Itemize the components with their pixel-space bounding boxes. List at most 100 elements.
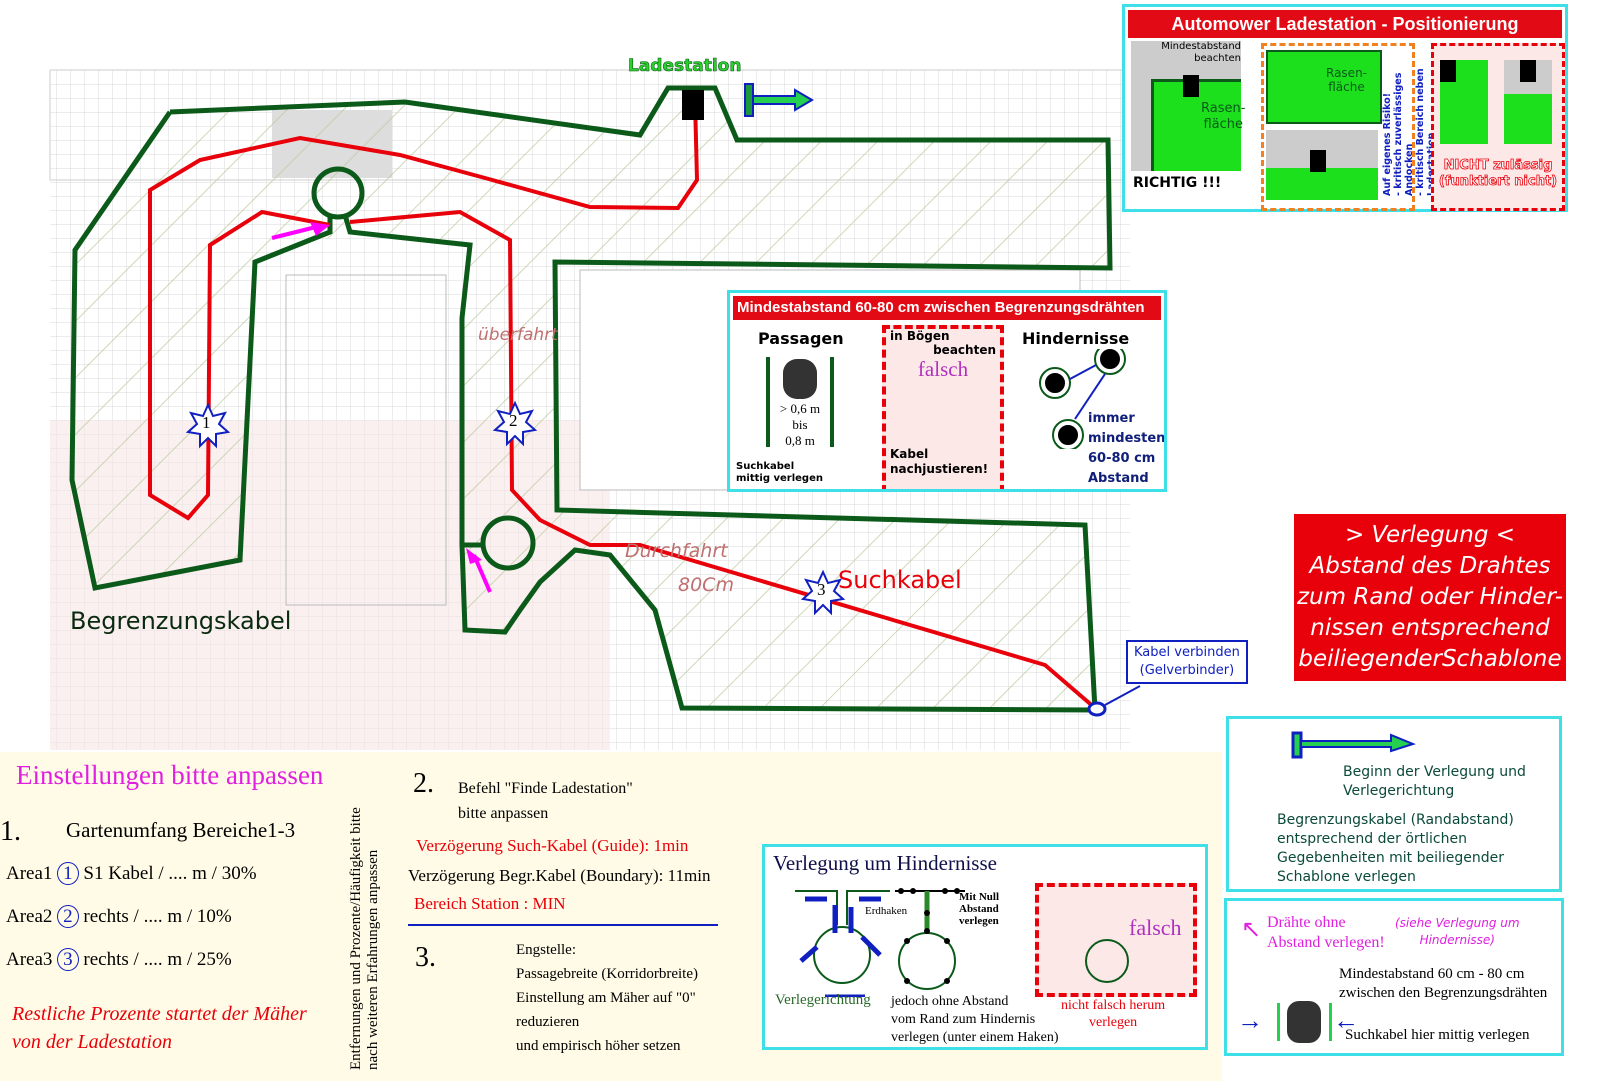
positioning-panel: Automower Ladestation - Positionierung M… <box>1122 4 1568 212</box>
guide-delay: Verzögerung Such-Kabel (Guide): 1min <box>416 836 689 855</box>
passage-label: Durchfahrt <box>625 540 728 562</box>
charging-station-icon <box>682 90 704 120</box>
not-allowed-1: NICHT zulässig <box>1443 158 1553 174</box>
wrong-example: falsch <box>1035 883 1197 997</box>
laying-note: > Verlegung < Abstand des Drahtes zum Ra… <box>1294 514 1566 681</box>
area-1-marker: 1 <box>202 413 211 432</box>
area-2-marker: 2 <box>509 411 518 430</box>
lawn-label: fläche <box>1203 117 1243 132</box>
min-2: zwischen den Begrenzungsdrähten <box>1339 985 1548 1001</box>
wrong-label: falsch <box>1129 915 1182 940</box>
direction-label: Verlegerichtung <box>775 992 871 1008</box>
start-direction-arrow-icon <box>1291 731 1416 759</box>
zero-2: Abstand <box>959 903 999 915</box>
min-distance-2: beachten <box>1194 53 1241 64</box>
boundary-3: Gegebenheiten mit beiliegender <box>1277 850 1505 866</box>
readjust-1: Kabel <box>890 447 929 461</box>
divider <box>408 924 718 926</box>
note-line: beiliegenderSchablone <box>1298 646 1562 672</box>
start-2: Verlegerichtung <box>1343 783 1455 799</box>
station-label: Ladestation <box>628 56 742 77</box>
s3-line: und empirisch höher setzen <box>516 1038 681 1054</box>
s3-line: reduzieren <box>516 1014 580 1030</box>
hooks-label: Erdhaken <box>865 905 908 917</box>
lawn-label: Rasen- <box>1326 66 1367 80</box>
correct-label: RICHTIG !!! <box>1133 175 1222 191</box>
risk-2: - kritisch zuverlässiges Andocken <box>1393 72 1415 196</box>
overpass-label: überfahrt <box>478 325 558 345</box>
range-2: bis <box>792 417 808 432</box>
always-1: immer <box>1088 411 1135 426</box>
guide-2: mittig verlegen <box>736 473 823 484</box>
wrong-label: falsch <box>917 357 969 381</box>
s2-line1: Befehl "Finde Ladestation" <box>458 780 633 797</box>
boundary-4: Schablone verlegen <box>1277 869 1416 885</box>
note-line: nissen entsprechend <box>1310 615 1550 641</box>
area-3-marker: 3 <box>817 580 826 599</box>
s3-line: Passagebreite (Korridorbreite) <box>516 966 699 982</box>
mower-passage-icon: → ← <box>1237 997 1397 1047</box>
note-line: > Verlegung < <box>1344 522 1516 548</box>
area-star-icon: 1 <box>57 862 79 885</box>
mower-icon <box>783 359 817 399</box>
zero-3: verlegen <box>959 915 999 927</box>
min-distance-title: Mindestabstand 60-80 cm zwischen Begrenz… <box>733 296 1161 320</box>
boundary-1: Begrenzungskabel (Randabstand) <box>1277 812 1514 828</box>
boundary-delay: Verzögerung Begr.Kabel (Boundary): 11min <box>408 866 711 885</box>
risk-example: Rasen-fläche Auf eigenes Risiko! - kriti… <box>1261 43 1437 211</box>
obstacles-heading: Hindernisse <box>1022 329 1130 348</box>
wires-2: Abstand verlegen! <box>1267 934 1385 951</box>
connector-label-1: Kabel verbinden <box>1134 645 1240 660</box>
range-3: 0,8 m <box>785 433 815 448</box>
guide-cable <box>148 99 1097 710</box>
area-star-icon: 3 <box>57 948 79 971</box>
start-direction-arrow-icon <box>744 83 814 117</box>
desc-1: jedoch ohne Abstand <box>891 994 1009 1009</box>
guide-1: Suchkabel <box>736 461 795 472</box>
curves-1: in Bögen <box>890 329 950 343</box>
positioning-title: Automower Ladestation - Positionierung <box>1128 10 1562 38</box>
min-distance-1: Mindestabstand <box>1161 41 1241 52</box>
correct-example: Mindestabstand beachten Rasen-fläche <box>1131 41 1245 171</box>
area-list: Area1 1 S1 Kabel / .... m / 30% Area2 2 … <box>6 852 257 981</box>
readjust-2: nachjustieren! <box>890 462 989 476</box>
area-2-star-icon <box>492 400 538 447</box>
area-row: Area1 1 S1 Kabel / .... m / 30% <box>6 862 257 885</box>
settings-title: Einstellungen bitte anpassen <box>16 760 324 790</box>
section-3-number: 3. <box>415 942 436 973</box>
wires-1: Drähte ohne <box>1267 914 1346 931</box>
min-distance-panel: Mindestabstand 60-80 cm zwischen Begrenz… <box>727 290 1167 492</box>
magenta-arrow-icon <box>271 224 321 240</box>
passages-heading: Passagen <box>758 329 844 348</box>
s3-line: Einstellung am Mäher auf "0" <box>516 990 696 1006</box>
boundary-2: entsprechend der örtlichen <box>1277 831 1467 847</box>
house-outline <box>285 274 447 606</box>
obstacle-tree-1 <box>311 166 365 220</box>
lawn-label: Rasen- <box>1201 101 1246 116</box>
section-1-title: Gartenumfang Bereiche1-3 <box>66 818 296 842</box>
not-wrong-1: nicht falsch herum <box>1061 998 1166 1013</box>
always-4: Abstand <box>1088 471 1149 486</box>
obstacles-title: Verlegung um Hindernisse <box>773 851 997 875</box>
lawn-label: fläche <box>1328 80 1365 94</box>
connector-icon <box>1087 701 1107 717</box>
section-2-number: 2. <box>413 768 434 799</box>
area-star-icon: 2 <box>57 905 79 928</box>
note-line: zum Rand oder Hinder- <box>1296 584 1564 610</box>
obstacle-tree-2 <box>480 515 536 571</box>
guide-center: Suchkabel hier mittig verlegen <box>1345 1027 1530 1043</box>
see-2: Hindernisse) <box>1419 933 1495 947</box>
zero-1: Mit Null <box>959 891 1000 903</box>
risk-1: Auf eigenes Risiko! <box>1382 92 1393 196</box>
s3-line: Engstelle: <box>516 942 576 958</box>
guide-label: Suchkabel <box>838 566 962 594</box>
obstacles-illustration <box>795 888 965 997</box>
area-row: Area2 2 rechts / .... m / 10% <box>6 905 232 928</box>
obstacles-diagram <box>1039 349 1126 449</box>
rest-2: von der Ladestation <box>12 1031 172 1053</box>
curves-2: beachten <box>933 343 996 357</box>
not-allowed-example: NICHT zulässig(funktiert nicht) <box>1431 43 1565 211</box>
section-1-number: 1. <box>0 816 21 847</box>
